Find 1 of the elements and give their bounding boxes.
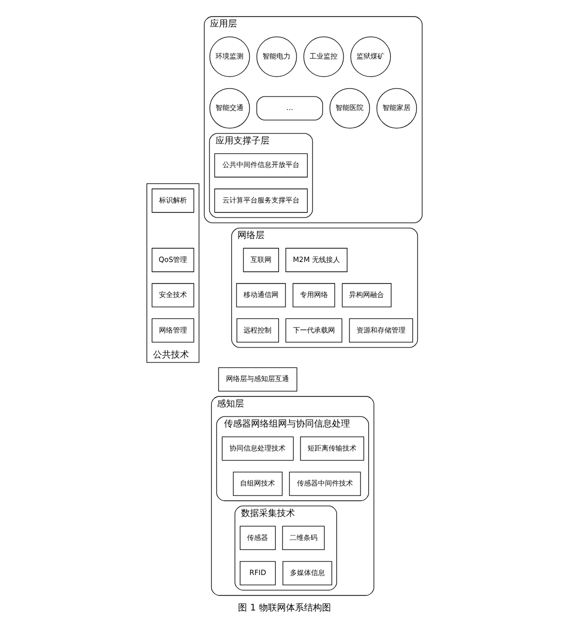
caption: 图 1 物联网体系结构图 [238,604,331,614]
